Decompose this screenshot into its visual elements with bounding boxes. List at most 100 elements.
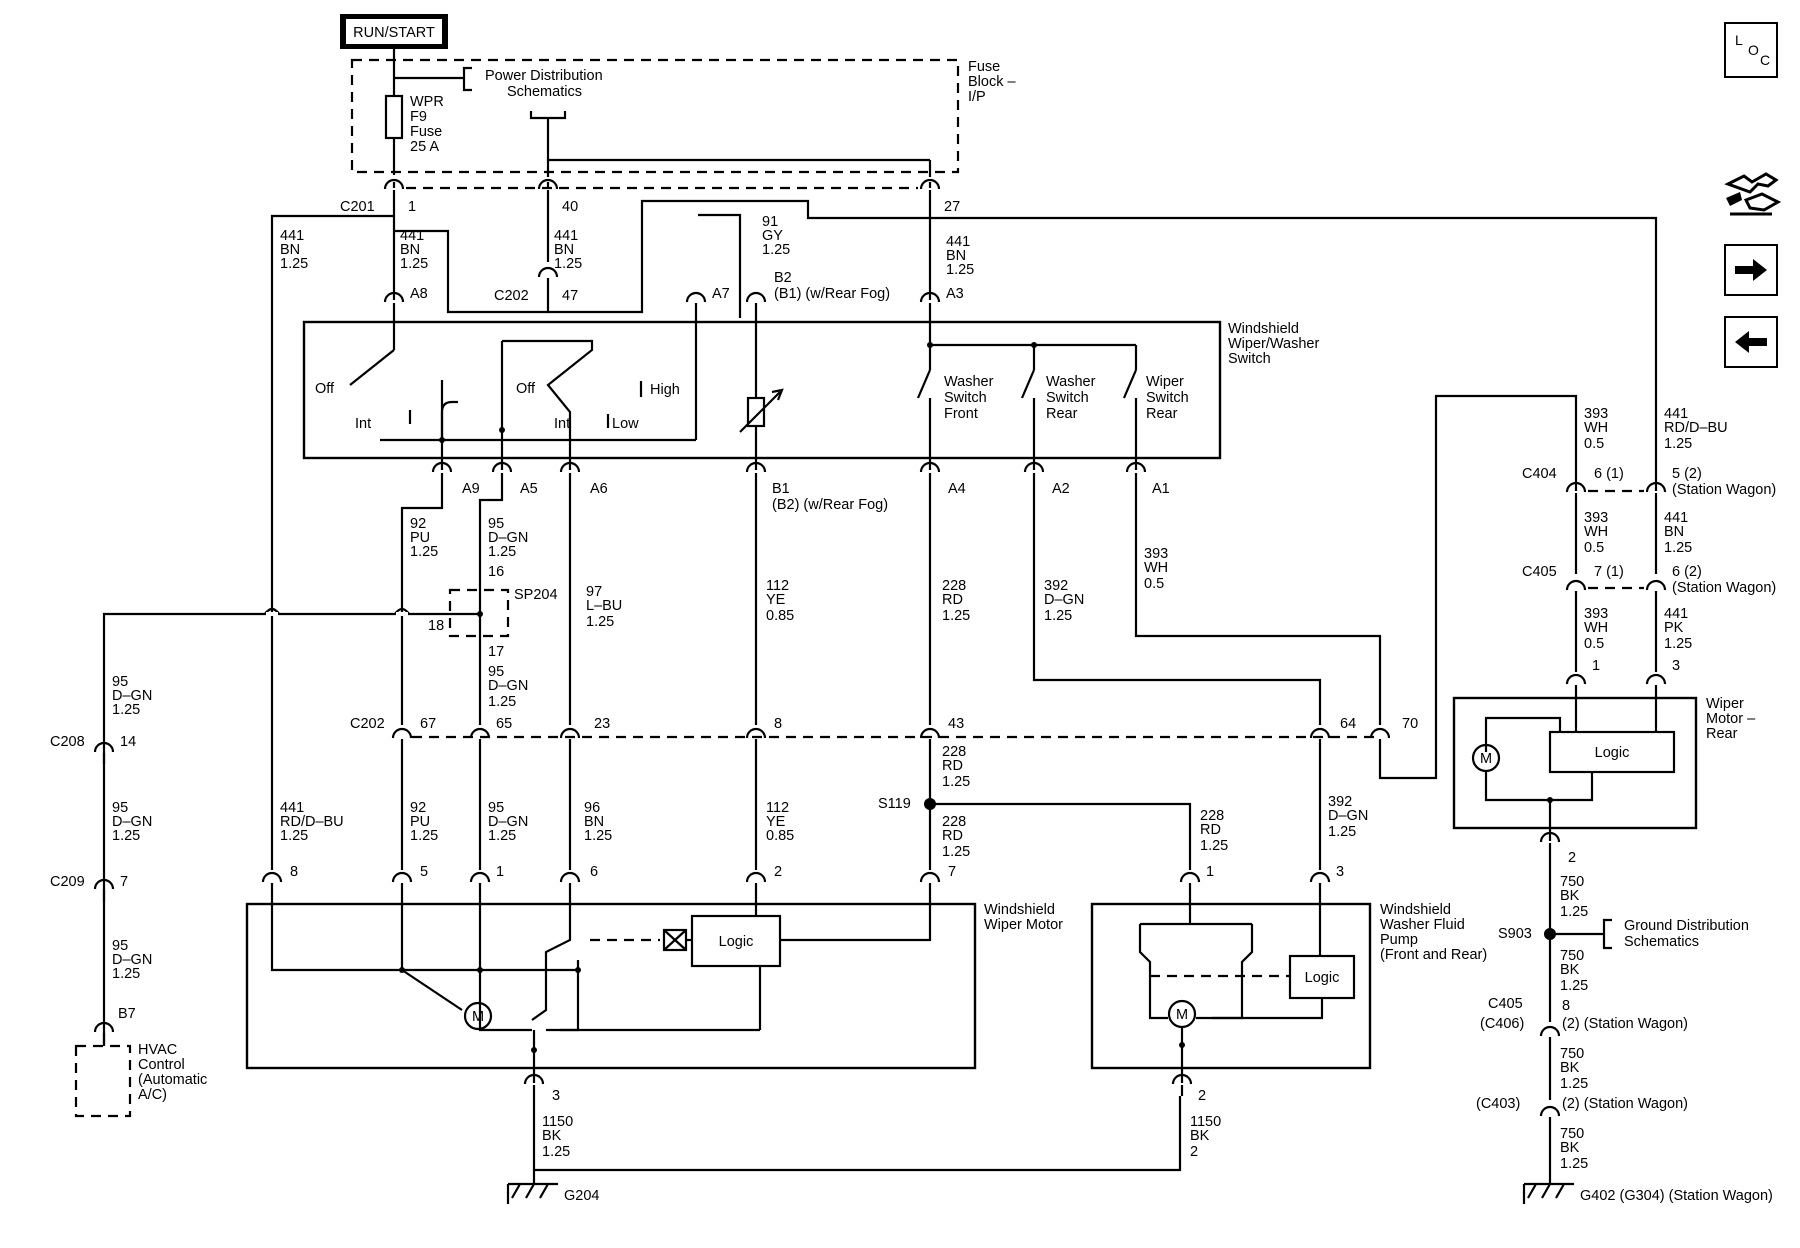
svg-text:(2) (Station Wagon): (2) (Station Wagon) xyxy=(1562,1016,1688,1032)
svg-text:Logic: Logic xyxy=(1595,745,1630,761)
svg-text:(Station Wagon): (Station Wagon) xyxy=(1672,580,1776,596)
svg-text:1.25: 1.25 xyxy=(946,262,974,278)
svg-text:BK: BK xyxy=(1560,962,1580,978)
rear-motor-pin-1 xyxy=(1565,673,1587,698)
svg-text:A5: A5 xyxy=(520,481,538,497)
svg-text:7 (1): 7 (1) xyxy=(1594,564,1624,580)
svg-text:Wiper: Wiper xyxy=(1706,696,1744,712)
svg-text:228: 228 xyxy=(1200,808,1224,824)
svg-text:Control: Control xyxy=(138,1057,185,1073)
wiper-motor-pin-6 xyxy=(559,871,581,896)
svg-text:1.25: 1.25 xyxy=(762,242,790,258)
svg-text:Wiper: Wiper xyxy=(1146,374,1184,390)
svg-text:BN: BN xyxy=(554,242,574,258)
svg-text:5: 5 xyxy=(420,864,428,880)
svg-text:2: 2 xyxy=(774,864,782,880)
svg-text:Rear: Rear xyxy=(1146,406,1178,422)
svg-text:Windshield: Windshield xyxy=(984,902,1055,918)
svg-text:D–GN: D–GN xyxy=(488,814,528,830)
svg-text:1.25: 1.25 xyxy=(1560,1076,1588,1092)
svg-text:YE: YE xyxy=(766,814,786,830)
svg-text:RD/D–BU: RD/D–BU xyxy=(1664,420,1728,436)
svg-text:43: 43 xyxy=(948,716,964,732)
svg-text:441: 441 xyxy=(1664,510,1688,526)
switch-contact-speed xyxy=(502,339,594,470)
svg-text:B1: B1 xyxy=(772,481,790,497)
svg-text:D–GN: D–GN xyxy=(112,814,152,830)
svg-text:0.5: 0.5 xyxy=(1584,636,1604,652)
svg-text:8: 8 xyxy=(290,864,298,880)
svg-text:F9: F9 xyxy=(410,109,427,125)
svg-text:Windshield: Windshield xyxy=(1228,321,1299,337)
svg-text:1.25: 1.25 xyxy=(942,774,970,790)
svg-text:750: 750 xyxy=(1560,1126,1584,1142)
c403-pin xyxy=(1539,1105,1561,1130)
svg-text:M: M xyxy=(472,1009,484,1025)
prev-page-button[interactable] xyxy=(1724,316,1778,368)
c201-label: C201 xyxy=(340,199,375,215)
svg-text:WPR: WPR xyxy=(410,94,444,110)
svg-text:1.25: 1.25 xyxy=(1560,978,1588,994)
wiper-washer-switch xyxy=(302,320,1222,460)
svg-text:Wiper Motor: Wiper Motor xyxy=(984,917,1063,933)
svg-text:3: 3 xyxy=(1672,658,1680,674)
svg-text:1.25: 1.25 xyxy=(1664,540,1692,556)
svg-text:1: 1 xyxy=(1206,864,1214,880)
svg-text:17: 17 xyxy=(488,644,504,660)
svg-text:Front: Front xyxy=(944,406,978,422)
svg-text:2: 2 xyxy=(1190,1144,1198,1160)
c202-pin-47 xyxy=(537,266,559,291)
svg-text:97: 97 xyxy=(586,584,602,600)
svg-text:Int: Int xyxy=(554,416,570,432)
svg-text:393: 393 xyxy=(1584,406,1608,422)
svg-text:1.25: 1.25 xyxy=(112,828,140,844)
svg-text:Fuse: Fuse xyxy=(968,59,1000,75)
svg-text:PU: PU xyxy=(410,814,430,830)
svg-text:Switch: Switch xyxy=(1046,390,1089,406)
svg-text:1.25: 1.25 xyxy=(586,614,614,630)
fuse-block-ip xyxy=(350,58,960,174)
connector-icon[interactable] xyxy=(1722,164,1782,228)
svg-text:1.25: 1.25 xyxy=(488,544,516,560)
svg-text:L–BU: L–BU xyxy=(586,598,622,614)
svg-text:S903: S903 xyxy=(1498,926,1532,942)
svg-text:Ground Distribution: Ground Distribution xyxy=(1624,918,1749,934)
windshield-wiper-motor xyxy=(245,902,977,1070)
svg-text:BN: BN xyxy=(584,814,604,830)
svg-text:A3: A3 xyxy=(946,286,964,302)
c202-pin-23 xyxy=(559,727,581,752)
svg-text:C208: C208 xyxy=(50,734,85,750)
svg-text:RD: RD xyxy=(942,592,963,608)
svg-text:1.25: 1.25 xyxy=(1664,436,1692,452)
svg-text:WH: WH xyxy=(1144,560,1168,576)
svg-text:(2) (Station Wagon): (2) (Station Wagon) xyxy=(1562,1096,1688,1112)
svg-text:BN: BN xyxy=(280,242,300,258)
c405-pin-left xyxy=(1565,579,1587,604)
svg-text:SP204: SP204 xyxy=(514,587,558,603)
pump-pin-3 xyxy=(1309,871,1331,896)
wiper-motor-symbol xyxy=(463,1001,493,1031)
svg-text:1150: 1150 xyxy=(542,1114,573,1130)
c405-c406-pin xyxy=(1539,1025,1561,1050)
svg-text:0.85: 0.85 xyxy=(766,608,794,624)
loc-button[interactable]: L O C xyxy=(1724,22,1778,78)
svg-text:(Station Wagon): (Station Wagon) xyxy=(1672,482,1776,498)
svg-text:Windshield: Windshield xyxy=(1380,902,1451,918)
switch-pin-b2 xyxy=(745,291,767,316)
svg-text:Fuse: Fuse xyxy=(410,124,442,140)
svg-text:14: 14 xyxy=(120,734,136,750)
svg-text:92: 92 xyxy=(410,800,426,816)
svg-text:Switch: Switch xyxy=(1228,351,1271,367)
svg-text:RD: RD xyxy=(942,758,963,774)
svg-text:Int: Int xyxy=(355,416,371,432)
svg-text:D–GN: D–GN xyxy=(488,530,528,546)
svg-text:RD/D–BU: RD/D–BU xyxy=(280,814,344,830)
svg-text:0.5: 0.5 xyxy=(1584,540,1604,556)
svg-text:1.25: 1.25 xyxy=(488,828,516,844)
svg-text:25 A: 25 A xyxy=(410,139,439,155)
svg-text:G402 (G304) (Station Wagon): G402 (G304) (Station Wagon) xyxy=(1580,1188,1773,1204)
svg-text:BK: BK xyxy=(542,1128,562,1144)
next-page-button[interactable] xyxy=(1724,244,1778,296)
svg-text:BK: BK xyxy=(1560,1060,1580,1076)
g204-ground-icon xyxy=(506,1182,558,1204)
